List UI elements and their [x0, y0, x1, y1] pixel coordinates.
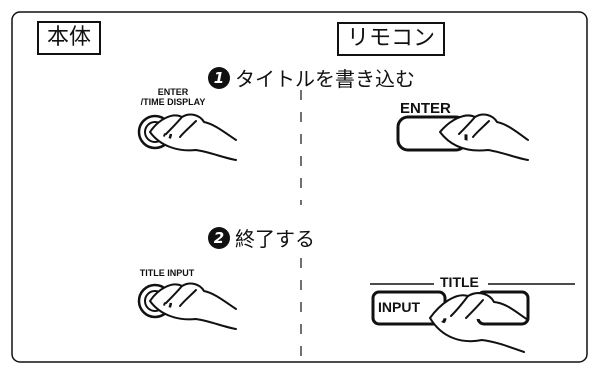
step-2-number: 2 [208, 226, 230, 249]
step-1: 1 タイトルを書き込む [208, 63, 415, 92]
step-2-text: 終了する [235, 227, 315, 251]
remote-input-label: INPUT [378, 299, 420, 315]
step-1-text: タイトルを書き込む [235, 67, 415, 91]
step-1-number: 1 [208, 66, 230, 89]
step-2: 2 終了する [208, 223, 315, 252]
outer-border [11, 11, 588, 363]
remote-title-label: TITLE [440, 274, 479, 290]
unit-title-input-label: TITLE INPUT [139, 268, 195, 278]
finger-press-icon [149, 282, 237, 330]
remote-label: リモコン [337, 22, 446, 56]
finger-press-icon [149, 113, 237, 161]
unit-label: 本体 [37, 21, 102, 55]
remote-enter-label: ENTER [400, 100, 451, 117]
unit-enter-label-line2: /TIME DISPLAY [140, 97, 206, 107]
unit-enter-label-line1: ENTER [157, 87, 189, 97]
finger-press-icon [429, 292, 529, 353]
finger-press-icon [439, 113, 529, 161]
unit-enter-label: ENTER /TIME DISPLAY [118, 87, 228, 107]
